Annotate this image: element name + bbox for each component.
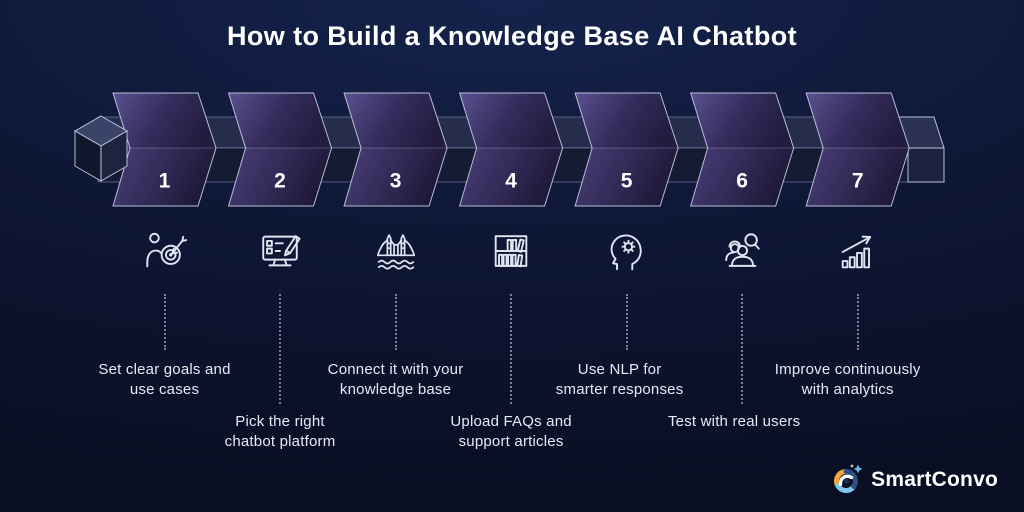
chain-start-cube (73, 115, 129, 182)
step-label: Use NLP for smarter responses (555, 361, 684, 398)
step-number: 6 (736, 170, 748, 193)
smartconvo-swirl-icon (830, 463, 864, 497)
page-title: How to Build a Knowledge Base AI Chatbot (226, 21, 797, 51)
step-connector-line (394, 294, 397, 350)
brand-name: SmartConvo (871, 468, 998, 491)
user-testing-icon (719, 228, 765, 274)
bridge-connect-icon (373, 228, 419, 274)
goal-target-icon (142, 228, 188, 274)
step-label: Improve continuously with analytics (774, 361, 921, 398)
step-number: 5 (621, 170, 633, 193)
step-block-2: 2 (227, 92, 333, 207)
platform-monitor-icon (257, 228, 303, 274)
step-label: Pick the right chatbot platform (224, 413, 336, 450)
step-block-3: 3 (343, 92, 448, 207)
step-connector-line (163, 294, 166, 350)
step-block-1: 1 (112, 92, 217, 207)
step-label: Test with real users (667, 413, 801, 430)
step-number: 3 (390, 170, 402, 193)
step-connector-line (856, 294, 859, 350)
step-connector-line (625, 294, 628, 350)
step-block-4: 4 (458, 92, 564, 207)
analytics-growth-icon (835, 228, 881, 274)
step-number: 2 (274, 170, 286, 193)
step-label: Connect it with your knowledge base (327, 361, 464, 398)
step-number: 1 (159, 170, 171, 193)
step-block-7: 7 (805, 92, 910, 207)
step-connector-line (279, 294, 282, 404)
brand-logo: SmartConvo (830, 463, 998, 497)
step-label: Set clear goals and use cases (98, 361, 231, 398)
step-label: Upload FAQs and support articles (450, 413, 572, 450)
step-number: 4 (505, 170, 517, 193)
step-block-5: 5 (574, 92, 679, 207)
step-number: 7 (852, 170, 864, 193)
nlp-head-gear-icon (604, 228, 650, 274)
step-connector-line (510, 294, 513, 404)
chain-end-block (897, 116, 945, 183)
knowledge-shelf-icon (488, 228, 534, 274)
step-block-6: 6 (689, 92, 795, 207)
step-connector-line (741, 294, 744, 404)
